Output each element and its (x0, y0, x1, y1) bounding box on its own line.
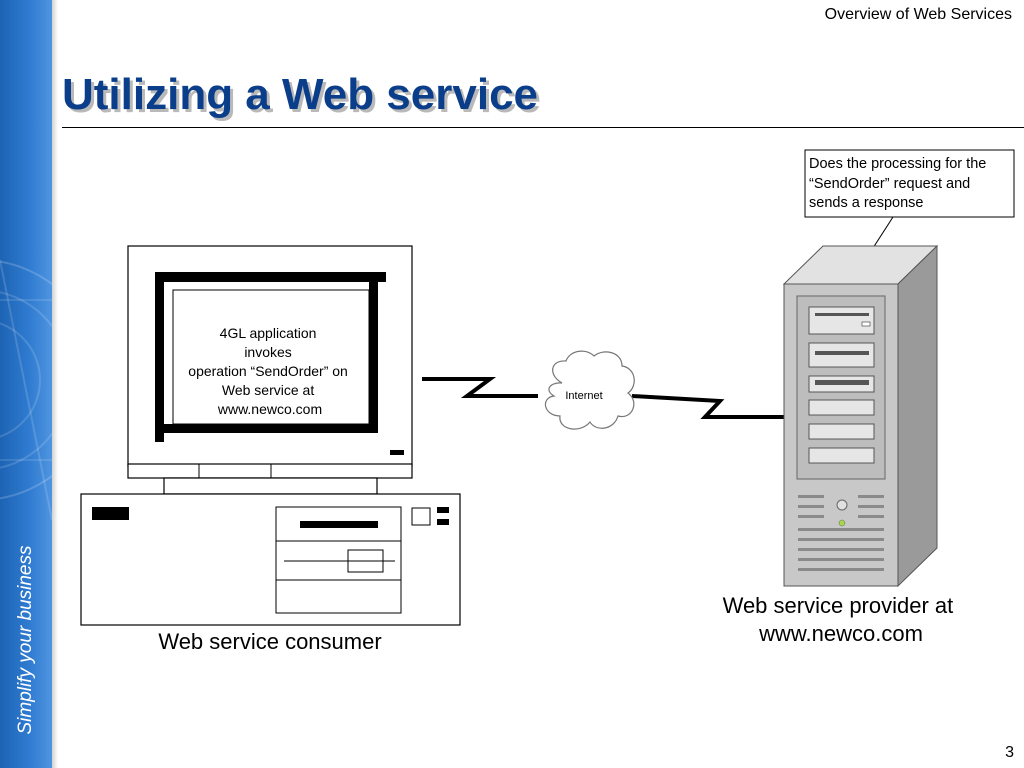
title-divider (62, 127, 1024, 128)
screen-line-3: operation “SendOrder” on (188, 363, 348, 379)
callout-text: Does the processing for the “SendOrder” … (809, 156, 990, 211)
screen-line-2: invokes (244, 344, 291, 360)
callout-line-1: Does the processing for the (809, 156, 986, 172)
cloud-label: Internet (565, 390, 602, 402)
page-number: 3 (1005, 744, 1014, 761)
consumer-screen-text: 4GL application invokes operation “SendO… (188, 325, 351, 417)
provider-link-bolt-icon (631, 394, 784, 419)
section-header: Overview of Web Services (824, 6, 1012, 23)
provider-label-line-2: www.newco.com (758, 621, 923, 646)
screen-line-5: www.newco.com (217, 401, 322, 417)
processing-callout: Does the processing for the “SendOrder” … (804, 149, 1015, 266)
sidebar-band: Simplify your business (0, 0, 52, 768)
consumer-label: Web service consumer (158, 629, 381, 654)
callout-line-3: sends a response (809, 195, 923, 211)
provider-label-line-1: Web service provider at (723, 593, 954, 618)
monitor (127, 245, 413, 495)
consumer-link-bolt-icon (422, 377, 538, 398)
slide-title: Utilizing a Web service (62, 70, 539, 119)
screen-line-4: Web service at (222, 382, 314, 398)
screen-line-1: 4GL application (220, 325, 317, 341)
server-tower-icon (782, 244, 939, 588)
power-led-icon (390, 450, 404, 455)
consumer-computer: 4GL application invokes operation “SendO… (80, 245, 461, 626)
provider-label: Web service provider at www.newco.com (723, 593, 960, 646)
internet-cloud-icon (544, 350, 635, 430)
desktop-case (80, 493, 461, 626)
globe-watermark-icon (0, 259, 52, 521)
callout-line-2: “SendOrder” request and (809, 176, 970, 192)
sidebar-shadow (52, 0, 58, 768)
